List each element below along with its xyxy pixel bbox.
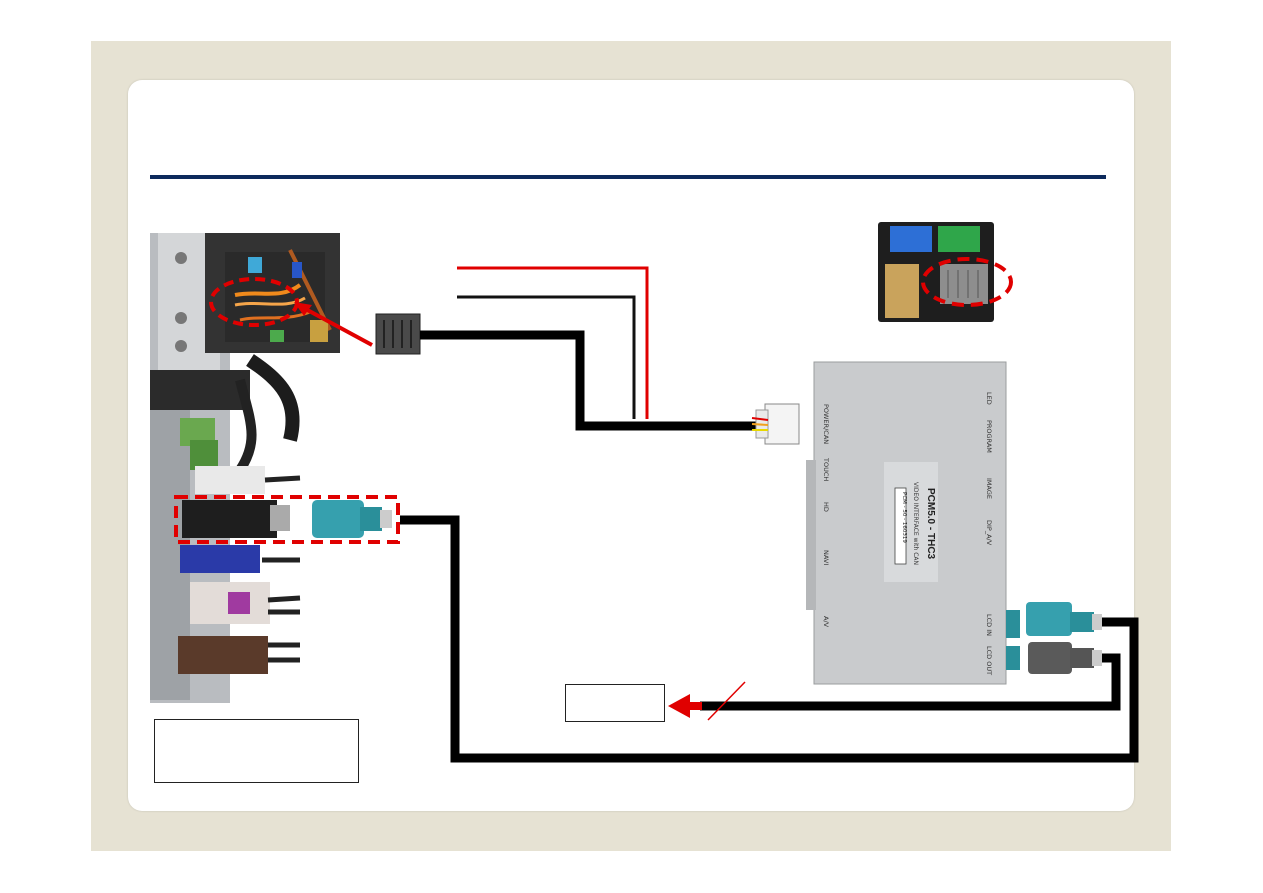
interface-module: POWER/CAN TOUCH HD NAVI A/V PCM5.0 - THC…: [806, 361, 1020, 685]
module-model-tag: PCM - 50 - 160319: [901, 492, 907, 543]
quadlock-highlight-ellipse: [921, 257, 1013, 307]
ground-wire: [457, 295, 636, 419]
port-label-dip-av: DIP_A/V: [985, 520, 993, 546]
monitor-label-box: [565, 684, 665, 722]
brown-fakra-connector: [178, 636, 268, 674]
power-wire: [457, 266, 649, 419]
tap-connector: [375, 313, 421, 355]
note-box: [154, 719, 359, 783]
port-label-image: IMAGE: [985, 478, 993, 499]
to-monitor-arrow: [668, 681, 746, 721]
lcd-in-fakra-plug: [1026, 602, 1102, 636]
port-label-lcd-in: LCD IN: [985, 614, 993, 636]
port-label-led: LED: [985, 392, 993, 405]
module-brand: PCM5.0 - THC3: [925, 488, 936, 560]
lcd-out-cable: [700, 653, 1121, 711]
port-label-lcd-out: LCD OUT: [985, 646, 993, 675]
connector-highlight-ellipse: [209, 277, 299, 327]
black-fakra-connector: [182, 500, 277, 538]
module-subtitle: VIDEO INTERFACE with CAN: [912, 482, 919, 565]
port-label-navi: NAVI: [822, 550, 830, 565]
port-label-touch: TOUCH: [822, 457, 830, 481]
can-harness: [420, 330, 760, 431]
port-label-av: A/V: [822, 616, 830, 628]
lcd-out-fakra-plug: [1028, 642, 1102, 674]
port-label-power-can: POWER/CAN: [822, 404, 830, 444]
module-power-plug: [751, 403, 800, 445]
port-label-hd: HD: [822, 502, 830, 512]
quadlock-connector: [878, 222, 994, 322]
head-unit-photo: [150, 233, 340, 703]
blue-fakra-connector: [180, 545, 260, 573]
white-fakra-connector: [195, 466, 265, 494]
pointer-arrow: [294, 302, 373, 347]
head-unit-fakra-plug: [312, 500, 392, 538]
lcd-in-cable: [400, 515, 1139, 763]
port-label-program: PROGRAM: [985, 420, 993, 453]
title-rule: [150, 175, 1106, 179]
